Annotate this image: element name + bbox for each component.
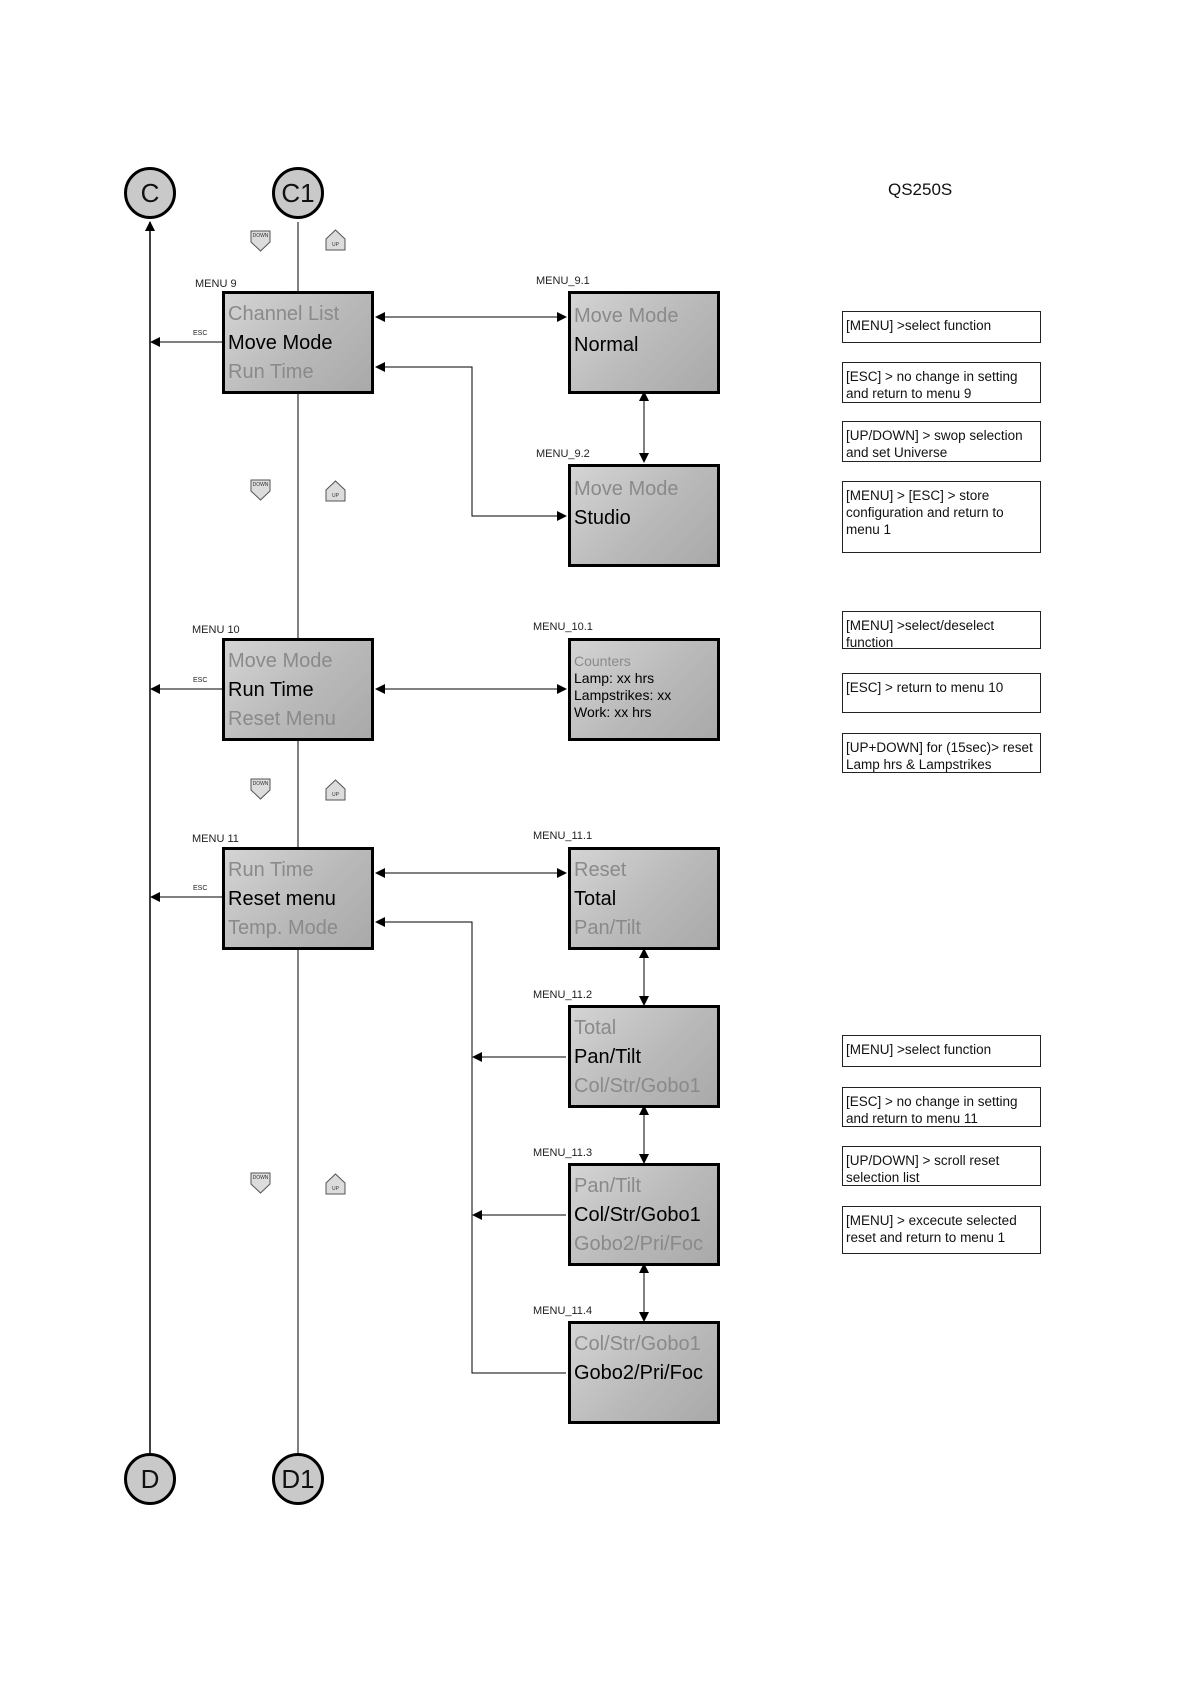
- esc-label: ESC: [193, 885, 208, 892]
- down-key-label: DOWN: [253, 482, 269, 488]
- down-key-icon: [250, 778, 271, 800]
- up-key-label: UP: [332, 1186, 340, 1192]
- note-menu11-esc: [ESC] > no change in setting and return …: [842, 1087, 1041, 1127]
- note-menu9-updown: [UP/DOWN] > swop selection and set Unive…: [842, 421, 1041, 462]
- down-key-label: DOWN: [253, 233, 269, 239]
- menu-11-display: Run Time Reset menu Temp. Mode: [222, 847, 374, 950]
- menu-9-display: Channel List Move Mode Run Time: [222, 291, 374, 394]
- note-menu9-store: [MENU] > [ESC] > store configuration and…: [842, 481, 1041, 553]
- up-key-icon: [325, 229, 346, 251]
- menu-10-display: Move Mode Run Time Reset Menu: [222, 638, 374, 741]
- node-d1: D1: [272, 1453, 324, 1505]
- up-key-icon: [325, 1173, 346, 1195]
- menu-9-2-label: MENU_9.2: [536, 448, 590, 460]
- note-menu11-updown: [UP/DOWN] > scroll reset selection list: [842, 1146, 1041, 1186]
- menu-9-2-display: Move Mode Studio: [568, 464, 720, 567]
- note-menu10-select: [MENU] >select/deselect function: [842, 611, 1041, 650]
- down-key-label: DOWN: [253, 1175, 269, 1181]
- menu-11-2-display: Total Pan/Tilt Col/Str/Gobo1: [568, 1005, 720, 1108]
- note-menu10-esc: [ESC] > return to menu 10: [842, 673, 1041, 713]
- note-menu9-select: [MENU] >select function: [842, 311, 1041, 343]
- menu-11-4-label: MENU_11.4: [533, 1305, 593, 1317]
- node-d: D: [124, 1453, 176, 1505]
- key-icons: [250, 229, 346, 1195]
- node-c: C: [124, 167, 176, 219]
- menu-11-1-display: Reset Total Pan/Tilt: [568, 847, 720, 950]
- up-key-icon: [325, 480, 346, 502]
- down-key-icon: [250, 479, 271, 501]
- down-key-label: DOWN: [253, 781, 269, 787]
- menu-9-1-label: MENU_9.1: [536, 275, 590, 287]
- up-key-label: UP: [332, 792, 340, 798]
- note-menu11-execute: [MENU] > excecute selected reset and ret…: [842, 1206, 1041, 1254]
- menu-11-3-display: Pan/Tilt Col/Str/Gobo1 Gobo2/Pri/Foc: [568, 1163, 720, 1266]
- down-key-icon: [250, 230, 271, 252]
- note-menu11-select: [MENU] >select function: [842, 1035, 1041, 1067]
- menu-11-4-display: Col/Str/Gobo1 Gobo2/Pri/Foc: [568, 1321, 720, 1424]
- note-menu10-reset: [UP+DOWN] for (15sec)> reset Lamp hrs & …: [842, 733, 1041, 773]
- menu-10-1-display: Counters Lamp: xx hrs Lampstrikes: xx Wo…: [568, 638, 720, 741]
- menu-11-label: MENU 11: [192, 833, 239, 845]
- menu-9-label: MENU 9: [195, 278, 237, 290]
- menu-10-label: MENU 10: [192, 624, 240, 636]
- menu-9-1-display: Move Mode Normal: [568, 291, 720, 394]
- model-title: QS250S: [888, 180, 953, 199]
- menu-10-1-label: MENU_10.1: [533, 621, 593, 633]
- esc-label: ESC: [193, 677, 208, 684]
- esc-label: ESC: [193, 330, 208, 337]
- node-c1: C1: [272, 167, 324, 219]
- up-key-icon: [325, 779, 346, 801]
- menu-11-1-label: MENU_11.1: [533, 830, 593, 842]
- note-menu9-esc: [ESC] > no change in setting and return …: [842, 362, 1041, 403]
- menu-11-3-label: MENU_11.3: [533, 1147, 593, 1159]
- menu-11-2-label: MENU_11.2: [533, 989, 593, 1001]
- down-key-icon: [250, 1172, 271, 1194]
- up-key-label: UP: [332, 493, 340, 499]
- up-key-label: UP: [332, 242, 340, 248]
